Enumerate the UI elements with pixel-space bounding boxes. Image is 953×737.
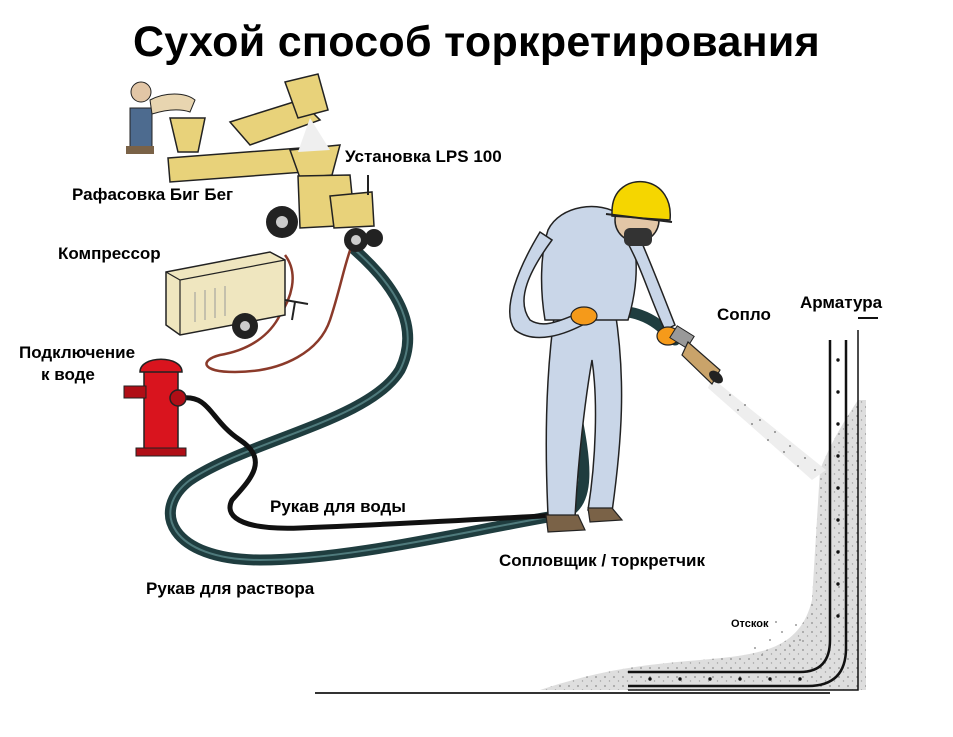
sprayed-concrete	[540, 400, 866, 690]
compressor	[165, 251, 309, 339]
water-hose	[179, 395, 563, 531]
label-machine: Установка LPS 100	[345, 147, 502, 166]
hydrant	[123, 358, 187, 457]
label-water-connection-2: к воде	[41, 365, 95, 384]
nozzleman	[509, 180, 680, 533]
rebound-dust	[754, 621, 801, 656]
label-bigbag: Рафасовка Биг Бег	[72, 185, 234, 204]
spray	[708, 378, 826, 480]
page-title: Сухой способ торкретирования	[132, 18, 821, 66]
rebar-ties	[648, 358, 840, 681]
label-rebar: Арматура	[800, 293, 883, 312]
rebar	[628, 317, 878, 691]
label-nozzleman: Сопловщик / торкретчик	[499, 551, 705, 570]
label-material-hose: Рукав для раствора	[146, 579, 315, 598]
nozzle	[669, 325, 723, 385]
label-water-connection-1: Подключение	[19, 343, 136, 362]
label-compressor: Компрессор	[58, 244, 161, 263]
label-water-hose: Рукав для воды	[270, 497, 406, 516]
label-rebound: Отскок	[731, 618, 769, 630]
shotcrete-machine	[126, 73, 383, 252]
label-nozzle: Сопло	[717, 305, 771, 324]
